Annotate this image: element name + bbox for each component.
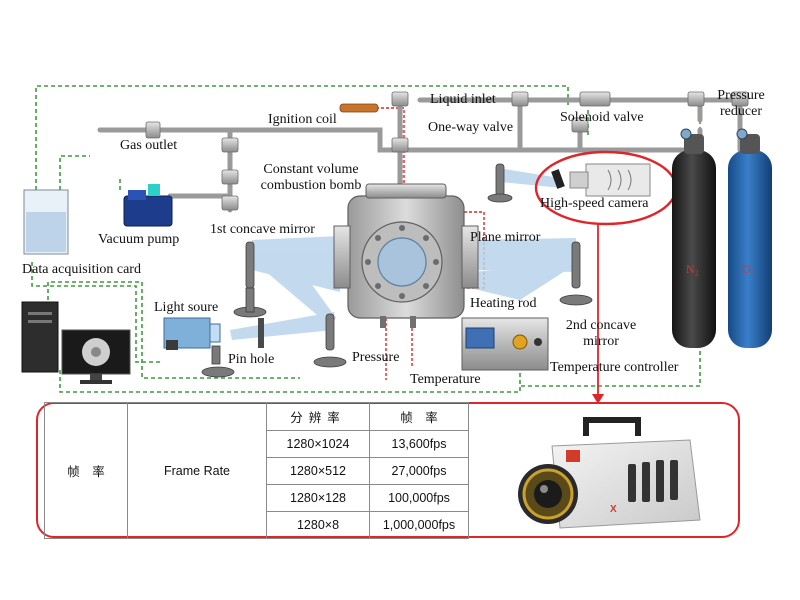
gas-cylinder-o2 [728,128,772,348]
label-2nd-concave-mirror: 2nd concave mirror [565,318,637,349]
cell-resolution: 1280×512 [266,457,370,485]
ignition-coil [339,103,379,113]
label-liquid-inlet: Liquid inlet [430,92,496,107]
cell-resolution: 1280×128 [266,484,370,512]
label-light-source: Light soure [154,300,219,315]
cell-frame-rate: 1,000,000fps [369,511,469,539]
mirrors [201,163,593,378]
label-plane-mirror: Plane mirror [470,230,541,245]
cell-resolution: 1280×8 [266,511,370,539]
label-cylinder-n2: N₂ [686,262,699,276]
label-pressure-reducer: Pressure reducer [717,88,765,119]
light-source [163,317,264,350]
label-constant-volume-bomb: Constant volume combustion bomb [260,162,362,193]
callout-arrow [592,224,604,404]
label-1st-concave-mirror: 1st concave mirror [210,222,315,237]
vacuum-pump [123,184,173,227]
cell-frame-rate: 100,000fps [369,484,469,512]
high-speed-camera-photo: X [518,417,701,529]
table-row: 1280×512 27,000fps [45,457,469,485]
high-speed-camera-small [551,163,651,197]
label-gas-outlet: Gas outlet [120,138,178,153]
cell-resolution: 1280×1024 [266,430,370,458]
label-ignition-coil: Ignition coil [268,112,337,127]
frame-rate-table: 帧 率 Frame Rate 分辨率 帧 率 1280×1024 13,600f… [44,402,469,539]
label-data-acquisition-card: Data acquisition card [22,262,141,277]
row-header-cn: 帧 率 [44,402,128,539]
label-one-way-valve: One-way valve [428,120,514,135]
table-row: 1280×8 1,000,000fps [45,511,469,539]
light-beams [230,168,576,340]
table-row: 1280×128 100,000fps [45,484,469,512]
cell-frame-rate: 27,000fps [369,457,469,485]
svg-text:X: X [610,504,617,515]
data-acquisition-card [23,189,69,255]
label-vacuum-pump: Vacuum pump [98,232,180,247]
label-cylinder-o2: O₂ [742,262,755,276]
label-temperature-controller: Temperature controller [550,360,679,375]
cell-frame-rate: 13,600fps [369,430,469,458]
label-pin-hole: Pin hole [228,352,275,367]
combustion-bomb [333,183,479,328]
pipe-fittings [145,91,749,211]
label-high-speed-camera: High-speed camera [540,196,649,211]
signal-lines [31,85,701,393]
computer [21,301,131,384]
label-solenoid-valve: Solenoid valve [560,110,644,125]
row-header-en: Frame Rate [127,402,267,539]
label-temperature: Temperature [410,372,481,387]
column-header-resolution: 分辨率 [266,402,370,431]
column-header-frame-rate: 帧 率 [369,402,469,431]
label-pressure: Pressure [352,350,400,365]
gas-cylinder-n2 [672,128,716,348]
label-heating-rod: Heating rod [470,296,537,311]
temperature-controller [461,317,549,371]
